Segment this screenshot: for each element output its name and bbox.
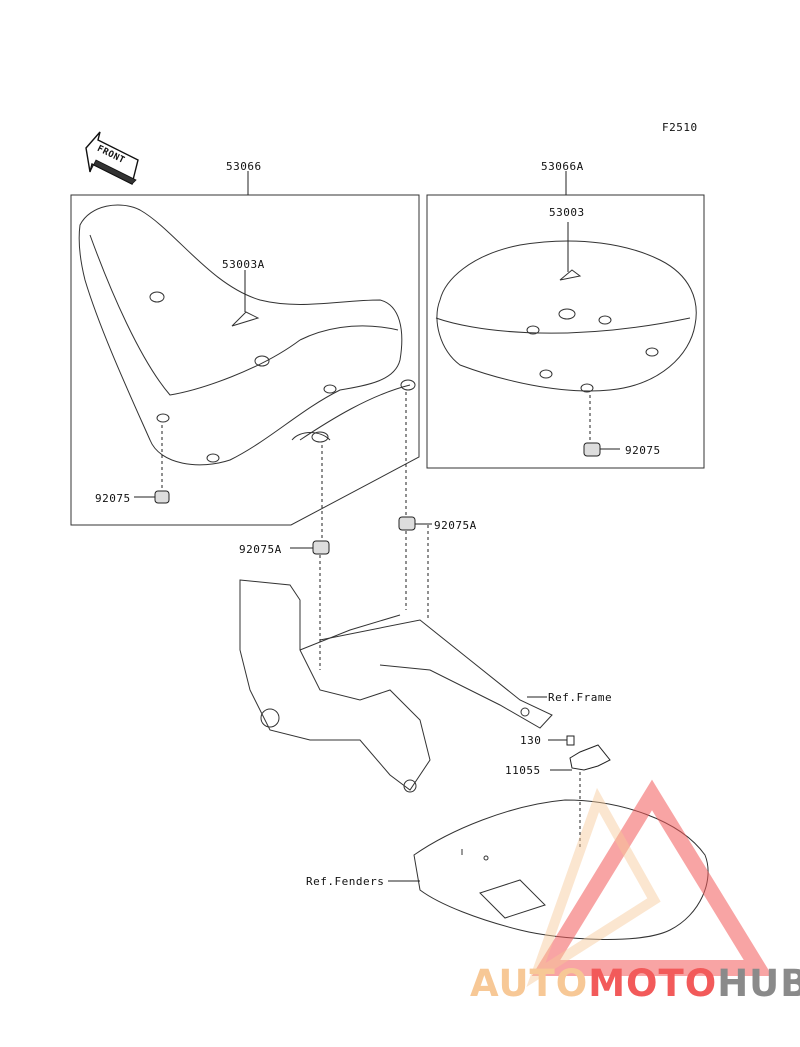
figure-code: F2510	[662, 121, 698, 134]
front-arrow-icon	[85, 131, 139, 186]
seat-right	[435, 240, 697, 393]
callout-ref-fenders: Ref.Fenders	[306, 875, 385, 888]
frame	[239, 579, 553, 793]
seat-group-box-left	[70, 194, 420, 526]
callout-53066: 53066	[226, 160, 262, 173]
callout-11055: 11055	[505, 764, 541, 777]
damper-right	[583, 442, 601, 457]
callout-92075-right: 92075	[625, 444, 661, 457]
callout-92075A-left: 92075A	[239, 543, 282, 556]
callout-ref-frame: Ref.Frame	[548, 691, 613, 704]
damper-a-right	[398, 516, 416, 531]
bolt	[566, 735, 575, 746]
callout-53003: 53003	[549, 206, 585, 219]
callout-53066A: 53066A	[541, 160, 584, 173]
watermark-part3: HUB	[717, 962, 800, 1005]
callout-130: 130	[520, 734, 542, 747]
watermark-part1: AUTO	[470, 962, 589, 1005]
seat-left	[78, 204, 416, 466]
watermark-logo	[526, 779, 773, 987]
seat-group-box-right	[426, 194, 705, 469]
bracket	[569, 744, 611, 771]
damper-left	[154, 490, 170, 504]
watermark-text: AUTOMOTOHUB	[470, 962, 800, 1005]
callout-53003A: 53003A	[222, 258, 265, 271]
callout-92075-left: 92075	[95, 492, 131, 505]
damper-a-left	[312, 540, 330, 555]
watermark-part2: MOTO	[588, 962, 718, 1005]
callout-92075A-right: 92075A	[434, 519, 477, 532]
